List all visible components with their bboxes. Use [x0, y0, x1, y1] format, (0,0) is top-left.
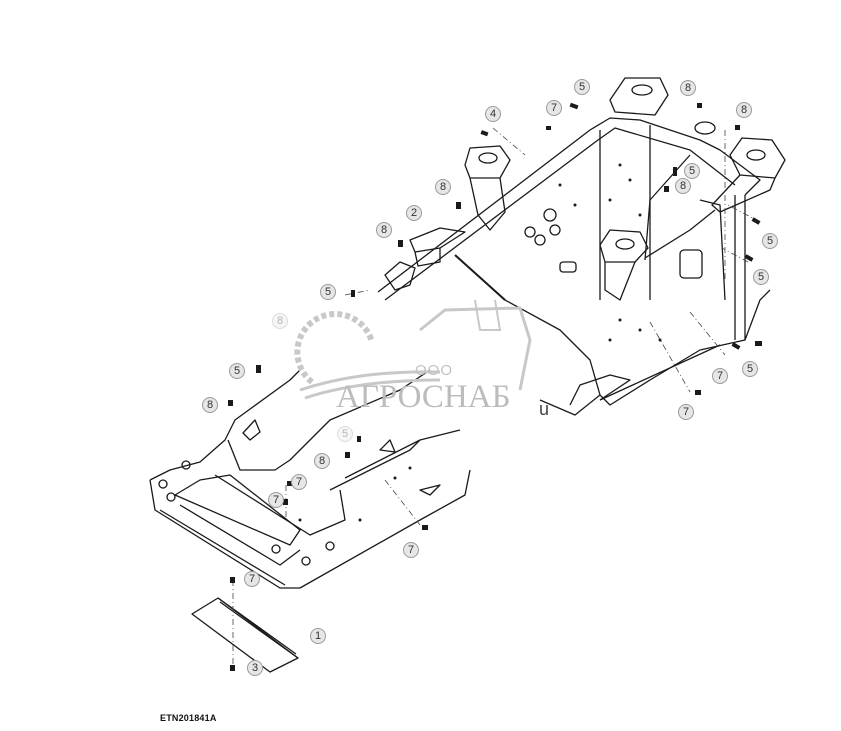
watermark-prefix: ООО	[415, 362, 454, 379]
callout-part-7: 7	[712, 368, 728, 384]
figure-id: ETN201841A	[160, 713, 217, 723]
callout-part-7: 7	[291, 474, 307, 490]
callout-part-8: 8	[272, 313, 288, 329]
watermark-logo	[294, 299, 532, 400]
assembly-lines	[232, 127, 761, 668]
callout-part-5: 5	[337, 426, 353, 442]
callout-part-5: 5	[574, 79, 590, 95]
callout-part-8: 8	[675, 178, 691, 194]
callout-part-7: 7	[244, 571, 260, 587]
fasteners	[228, 102, 762, 671]
callout-part-5: 5	[320, 284, 336, 300]
callout-part-3: 3	[247, 660, 263, 676]
watermark-brand: АГРОСНАБ	[336, 379, 511, 415]
callout-part-8: 8	[435, 179, 451, 195]
callout-part-5: 5	[684, 163, 700, 179]
lower-frame	[149, 369, 471, 589]
callout-part-5: 5	[229, 363, 245, 379]
callout-part-1: 1	[310, 628, 326, 644]
callout-part-8: 8	[376, 222, 392, 238]
callout-part-4: 4	[485, 106, 501, 122]
callout-part-8: 8	[736, 102, 752, 118]
callout-part-2: 2	[406, 205, 422, 221]
callout-part-5: 5	[753, 269, 769, 285]
callout-part-5: 5	[762, 233, 778, 249]
callout-part-8: 8	[314, 453, 330, 469]
upper-frame	[377, 77, 786, 416]
callout-part-8: 8	[202, 397, 218, 413]
callout-part-7: 7	[268, 492, 284, 508]
watermark-trailing-text: u	[539, 399, 550, 419]
cover-plate	[191, 597, 299, 673]
callout-part-7: 7	[403, 542, 419, 558]
callout-part-7: 7	[546, 100, 562, 116]
callout-part-5: 5	[742, 361, 758, 377]
callout-part-7: 7	[678, 404, 694, 420]
callout-part-8: 8	[680, 80, 696, 96]
